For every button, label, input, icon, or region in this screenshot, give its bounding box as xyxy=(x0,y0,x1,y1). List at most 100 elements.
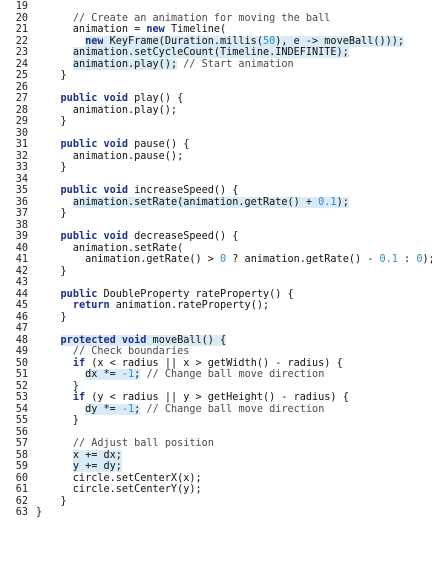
line-number: 55 xyxy=(15,415,28,426)
code-line: 49 // Check boundaries xyxy=(0,346,432,358)
number-token: 0 xyxy=(220,254,227,265)
line-number: 39 xyxy=(15,231,28,242)
line-number: 60 xyxy=(15,472,28,484)
plain-token xyxy=(36,93,61,104)
plain-token xyxy=(36,404,85,415)
keyword-token: public xyxy=(60,288,98,300)
line-number: 58 xyxy=(15,449,28,461)
comment-token: // Start animation xyxy=(183,58,294,70)
plain-token: } xyxy=(36,162,67,173)
code-text: animation.setCycleCount(Timeline.INDEFIN… xyxy=(36,47,349,59)
code-line: 34 xyxy=(0,174,432,186)
highlighted-code-token: new xyxy=(85,35,104,47)
comment-token: // Adjust ball position xyxy=(72,438,214,449)
code-text: // Create an animation for moving the ba… xyxy=(36,13,331,25)
plain-token xyxy=(36,450,73,461)
line-number: 50 xyxy=(15,357,28,369)
code-line: 44 public DoubleProperty rateProperty() … xyxy=(0,289,432,301)
code-text: public void increaseSpeed() { xyxy=(36,185,239,197)
plain-token: Timeline( xyxy=(164,24,227,35)
code-text: return animation.rateProperty(); xyxy=(36,300,269,312)
code-line: 62 } xyxy=(0,496,432,508)
code-line: 59 y += dy; xyxy=(0,461,432,473)
highlighted-code-token: protected void xyxy=(60,334,147,346)
code-text: protected void moveBall() { xyxy=(36,334,227,347)
code-line: 47 xyxy=(0,323,432,335)
line-number: 28 xyxy=(15,104,28,116)
code-line: 25 } xyxy=(0,70,432,82)
highlighted-code-token: moveBall() { xyxy=(146,334,227,346)
code-text: } xyxy=(36,496,67,508)
code-line: 45 return animation.rateProperty(); xyxy=(0,300,432,312)
code-line: 30 xyxy=(0,128,432,140)
keyword-token: public void xyxy=(60,185,129,196)
code-line: 38 xyxy=(0,220,432,232)
plain-token: } xyxy=(36,507,43,518)
code-text: animation.pause(); xyxy=(36,151,183,163)
plain-token xyxy=(36,438,73,449)
code-text: new KeyFrame(Duration.millis(50), e -> m… xyxy=(36,35,405,48)
line-number: 53 xyxy=(15,392,28,403)
line-number: 21 xyxy=(15,24,28,35)
plain-token xyxy=(36,392,73,403)
code-line: 19 xyxy=(0,1,432,13)
code-text: animation.play(); xyxy=(36,105,177,117)
plain-token: animation.pause(); xyxy=(36,150,184,162)
code-text: circle.setCenterX(x); xyxy=(36,473,202,485)
line-number: 23 xyxy=(15,47,28,58)
code-line: 42 } xyxy=(0,266,432,278)
line-number: 46 xyxy=(15,311,28,323)
plain-token: (x < radius || x > getWidth() - radius) … xyxy=(85,357,343,369)
line-number: 31 xyxy=(15,139,28,150)
code-text: animation.setRate(animation.getRate() + … xyxy=(36,196,349,209)
plain-token: } xyxy=(36,116,67,127)
code-line: 22 new KeyFrame(Duration.millis(50), e -… xyxy=(0,35,432,48)
line-number: 35 xyxy=(15,185,28,196)
plain-token: : xyxy=(397,254,417,265)
plain-token: circle.setCenterY(y); xyxy=(36,484,202,495)
highlighted-code-token: 50 xyxy=(262,35,276,47)
code-text: public void decreaseSpeed() { xyxy=(36,231,239,243)
code-line: 20 // Create an animation for moving the… xyxy=(0,13,432,25)
highlighted-code-token: animation.setCycleCount(Timeline.INDEFIN… xyxy=(72,47,349,58)
line-number: 34 xyxy=(15,173,28,185)
line-number: 44 xyxy=(15,288,28,300)
plain-token xyxy=(36,461,73,472)
code-text: if (x < radius || x > getWidth() - radiu… xyxy=(36,358,343,370)
code-text: } xyxy=(36,312,67,324)
line-number: 40 xyxy=(15,242,28,254)
plain-token xyxy=(36,13,73,24)
code-line: 37 } xyxy=(0,208,432,220)
highlighted-code-token: ); xyxy=(336,196,349,208)
comment-token: // Change ball move direction xyxy=(146,403,325,415)
code-line: 60 circle.setCenterX(x); xyxy=(0,473,432,485)
code-line: 40 animation.setRate( xyxy=(0,243,432,255)
plain-token: DoubleProperty rateProperty() { xyxy=(97,288,294,300)
line-number: 37 xyxy=(15,208,28,219)
plain-token: pause() { xyxy=(128,139,190,150)
keyword-token: if xyxy=(72,392,86,403)
code-line: 48 protected void moveBall() { xyxy=(0,334,432,347)
line-number: 45 xyxy=(15,300,28,311)
number-token: 0.1 xyxy=(379,254,398,265)
code-line: 35 public void increaseSpeed() { xyxy=(0,185,432,197)
code-text: } xyxy=(36,266,67,278)
plain-token: animation.setRate( xyxy=(36,242,184,254)
line-number: 20 xyxy=(15,12,28,24)
code-text: } xyxy=(36,415,79,427)
line-number: 33 xyxy=(15,162,28,173)
plain-token: } xyxy=(36,415,79,426)
plain-token xyxy=(36,358,73,369)
code-text: animation.play(); // Start animation xyxy=(36,58,294,71)
code-text: dy *= -1; // Change ball move direction xyxy=(36,403,325,416)
line-number: 30 xyxy=(15,127,28,139)
plain-token: animation.getRate() > xyxy=(36,254,221,265)
line-number: 61 xyxy=(15,484,28,495)
line-number: 48 xyxy=(15,334,28,346)
code-line: 63} xyxy=(0,507,432,519)
line-number: 19 xyxy=(15,1,28,12)
plain-token xyxy=(36,59,73,70)
code-line: 51 dx *= -1; // Change ball move directi… xyxy=(0,369,432,381)
plain-token: } xyxy=(36,265,67,277)
code-text: } xyxy=(36,70,67,82)
